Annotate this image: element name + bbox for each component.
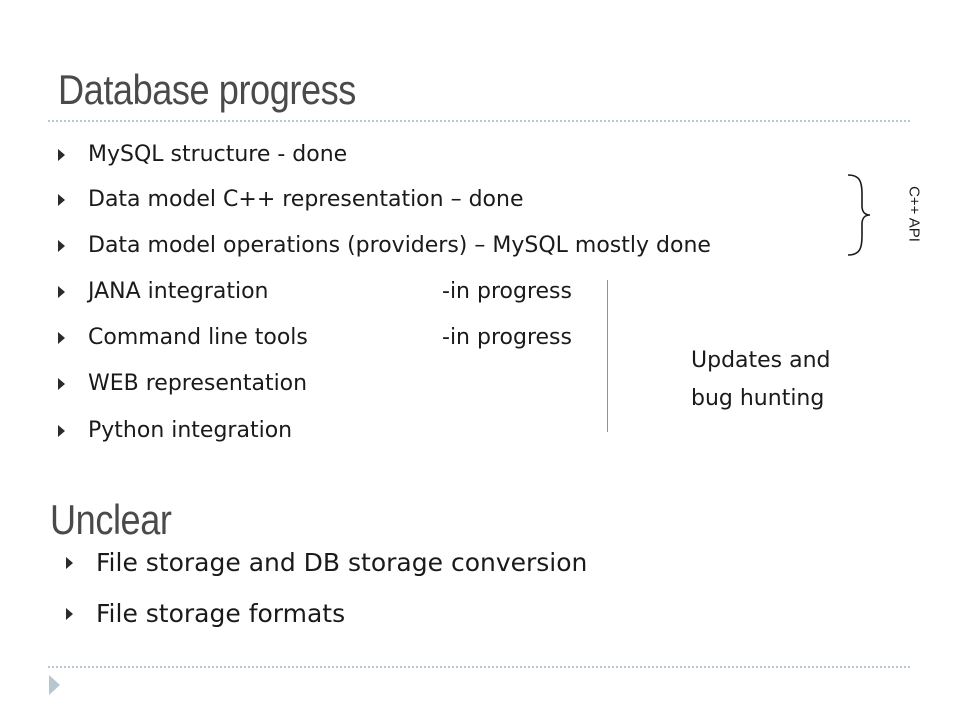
bullet-icon xyxy=(66,557,73,569)
updates-note: Updates and bug hunting xyxy=(691,348,831,411)
curly-brace-icon xyxy=(847,174,871,256)
item-status: -in progress xyxy=(442,279,572,304)
item-text: Python integration xyxy=(88,418,293,443)
bullet-icon xyxy=(58,286,65,298)
item-text: Data model C++ representation – done xyxy=(88,187,524,212)
section-title: Unclear xyxy=(50,496,172,543)
bottom-divider xyxy=(48,666,910,668)
bullet-icon xyxy=(58,149,65,161)
item-status: -in progress xyxy=(442,325,572,350)
slide-title: Database progress xyxy=(58,66,356,113)
vertical-divider xyxy=(607,280,608,432)
item-text: Command line tools xyxy=(88,325,308,350)
bullet-icon xyxy=(58,332,65,344)
item-text: JANA integration xyxy=(88,279,269,304)
top-divider xyxy=(48,120,910,122)
bullet-icon xyxy=(58,194,65,206)
corner-triangle-icon xyxy=(49,675,60,695)
bullet-icon xyxy=(58,240,65,252)
bullet-icon xyxy=(58,378,65,390)
item-text: File storage and DB storage conversion xyxy=(96,548,588,577)
item-text: MySQL structure - done xyxy=(88,142,348,167)
api-label: C++ API xyxy=(905,186,923,242)
item-text: Data model operations (providers) – MySQ… xyxy=(88,233,711,258)
bullet-icon xyxy=(66,608,73,620)
item-text: File storage formats xyxy=(96,599,346,628)
bullet-icon xyxy=(58,425,65,437)
item-text: WEB representation xyxy=(88,371,308,396)
